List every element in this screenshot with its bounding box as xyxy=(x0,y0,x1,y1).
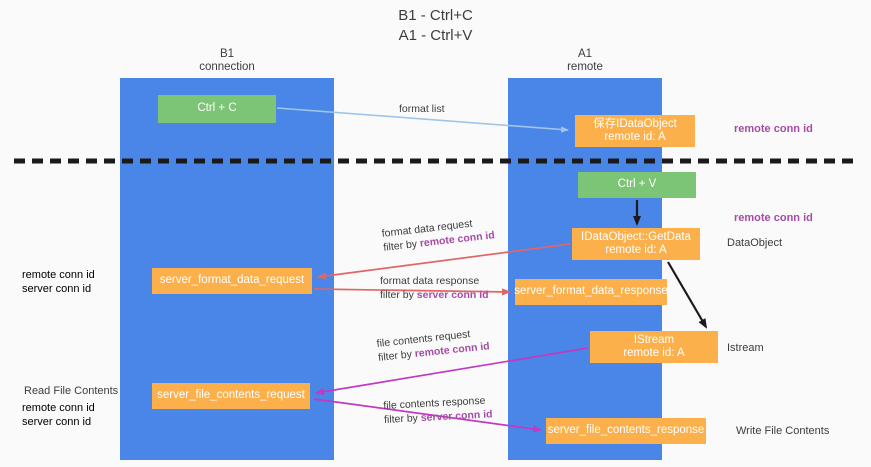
node-istream[interactable]: IStream remote id: A xyxy=(590,331,718,363)
node-server-format-data-request-label: server_format_data_request xyxy=(159,274,305,287)
annotation-write-file-contents: Write File Contents xyxy=(736,425,830,437)
annotation-dataobject: DataObject xyxy=(727,237,783,249)
node-server-file-contents-response-label: server_file_contents_response xyxy=(547,424,705,437)
annotation-left-conn-ids-lower: remote conn id server conn id xyxy=(22,401,95,429)
node-idataobject-getdata-sub: remote id: A xyxy=(605,244,667,256)
edge-label-file-contents-response: file contents response filter by server … xyxy=(383,393,493,427)
title-line-1: B1 - Ctrl+C xyxy=(398,7,473,24)
annotation-left-remote-conn-id-2: remote conn id xyxy=(22,402,95,414)
edge-label-format-data-response-line2: filter by server conn id xyxy=(380,288,489,302)
node-server-format-data-request[interactable]: server_format_data_request xyxy=(152,268,312,294)
node-ctrl-c[interactable]: Ctrl + C xyxy=(158,95,276,123)
edge-label-file-contents-request-filter-prefix: filter by xyxy=(377,348,416,364)
edge-label-file-contents-response-filter-prefix: filter by xyxy=(383,412,422,426)
column-header-b1-role: connection xyxy=(199,61,255,73)
annotation-left-conn-ids-upper: remote conn id server conn id xyxy=(22,268,95,296)
column-header-b1-name: B1 xyxy=(219,48,235,60)
node-save-idataobject-sub: remote id: A xyxy=(604,131,666,143)
node-istream-sub: remote id: A xyxy=(623,347,685,359)
column-header-a1: A1 remote xyxy=(508,48,662,74)
node-idataobject-getdata[interactable]: IDataObject::GetData remote id: A xyxy=(572,228,700,260)
node-save-idataobject-label: 保存IDataObject xyxy=(593,117,677,130)
edge-label-format-data-request: format data request filter by remote con… xyxy=(381,214,495,255)
title-line-2: A1 - Ctrl+V xyxy=(398,27,473,44)
annotation-remote-conn-id-mid: remote conn id xyxy=(734,212,813,224)
annotation-left-server-conn-id-1: server conn id xyxy=(22,283,92,295)
edge-label-format-data-response-line1: format data response xyxy=(380,275,480,287)
node-ctrl-c-label: Ctrl + C xyxy=(197,102,237,115)
node-server-format-data-response-label: server_format_data_response xyxy=(514,285,668,298)
annotation-left-remote-conn-id-1: remote conn id xyxy=(22,269,95,281)
edge-label-format-data-response: format data response filter by server co… xyxy=(380,274,489,302)
node-server-format-data-response[interactable]: server_format_data_response xyxy=(514,279,668,305)
node-server-file-contents-response[interactable]: server_file_contents_response xyxy=(546,418,706,444)
node-istream-label: IStream xyxy=(633,333,675,346)
edge-label-format-data-request-filter-prefix: filter by xyxy=(382,237,421,254)
edge-label-file-contents-request: file contents request filter by remote c… xyxy=(376,325,490,365)
node-server-file-contents-request[interactable]: server_file_contents_request xyxy=(152,383,310,409)
edge-label-format-list: format list xyxy=(399,102,445,116)
annotation-left-server-conn-id-2: server conn id xyxy=(22,416,92,428)
column-header-a1-role: remote xyxy=(567,61,603,73)
column-header-b1: B1 connection xyxy=(120,48,334,74)
edge-label-format-list-text: format list xyxy=(399,103,445,115)
node-ctrl-v[interactable]: Ctrl + V xyxy=(578,172,696,198)
annotation-remote-conn-id-top: remote conn id xyxy=(734,123,813,135)
node-idataobject-getdata-label: IDataObject::GetData xyxy=(581,230,691,243)
node-ctrl-v-label: Ctrl + V xyxy=(617,178,657,191)
diagram-title: B1 - Ctrl+C A1 - Ctrl+V xyxy=(0,6,871,46)
annotation-read-file-contents: Read File Contents xyxy=(24,385,119,397)
edge-label-format-data-response-filter-prefix: filter by xyxy=(380,289,417,301)
column-header-a1-name: A1 xyxy=(577,48,593,60)
edge-label-format-data-response-filter-key: server conn id xyxy=(416,289,489,301)
edge-label-file-contents-response-filter-key: server conn id xyxy=(420,408,493,425)
node-server-file-contents-request-label: server_file_contents_request xyxy=(157,389,305,402)
node-save-idataobject[interactable]: 保存IDataObject remote id: A xyxy=(575,115,695,147)
annotation-istream: Istream xyxy=(727,342,764,354)
arrow-getdata-to-istream xyxy=(667,261,708,329)
